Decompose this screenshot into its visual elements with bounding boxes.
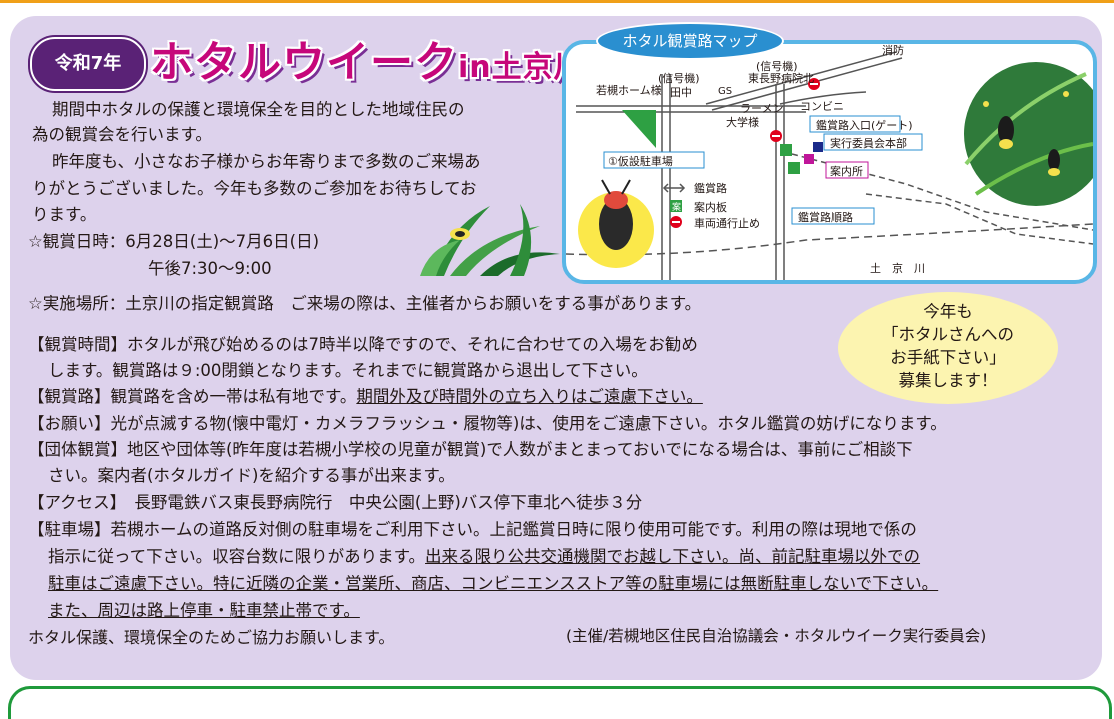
map-signal-tanaka: (信号機) [658,72,700,85]
note-path: 【観賞路】観賞路を含め一帯は私有地です。期間外及び時間外の立ち入りはご遠慮下さい… [28,385,703,409]
next-section-border [8,686,1112,719]
grass-illustration [420,204,560,276]
map-fire-station: 消防 [882,44,904,57]
map-ramen: ラーメン [740,102,784,115]
note-group-2: さい。案内者(ホタルガイド)を紹介する事が出来ます。 [48,466,455,485]
map-tanaka: 田中 [670,86,692,99]
map-conveni: コンビニ [800,100,844,113]
map-hq: 実行委員会本部 [830,137,907,150]
map-info: 案内所 [830,165,863,178]
closing-line: ホタル保護、環境保全のためご協力お願いします。 [28,628,395,647]
callout-line-2: 「ホタルさんへの [882,325,1014,344]
intro-line-5: ります。 [32,205,97,224]
note-group-1: 【団体観賞】地区や団体等(昨年度は若槻小学校の児童が観賞)で人数がまとまっておい… [28,440,913,459]
legend-route: 鑑賞路 [694,182,727,195]
note-parking-2b: 出来る限り公共交通機関でお越し下さい。尚、前記駐車場以外での [425,547,921,566]
note-parking-3: 駐車はご遠慮下さい。特に近隣の企業・営業所、商店、コンビニエンスストア等の駐車場… [48,574,939,593]
note-parking-1: 【駐車場】若槻ホームの道路反対側の駐車場をご利用下さい。上記鑑賞日時に限り使用可… [28,520,917,539]
intro-line-1: 期間中ホタルの保護と環境保全を目的とした地域住民の [52,100,465,119]
note-parking-4: また、周辺は路上停車・駐車禁止帯です。 [48,601,360,620]
intro-line-4: りがとうございました。今年も多数のご参加をお待ちしてお [32,179,477,198]
event-title: ホタルウイークin土京川 [150,28,585,90]
callout-line-1: 今年も [923,302,973,321]
note-access: 【アクセス】 長野電鉄バス東長野病院行 中央公園(上野)バス停下車北へ徒歩３分 [28,493,643,512]
note-parking-2a: 指示に従って下さい。収容台数に限りがあります。 [48,547,426,566]
map-parking: ①仮設駐車場 [608,155,673,168]
time-line: 午後7:30～9:00 [148,259,272,278]
map-wakatsuki-home: 若槻ホーム様 [596,84,662,97]
map-tab: ホタル観賞路マップ [596,22,784,60]
map-entrance: 鑑賞路入口(ゲート) [816,119,913,132]
map-route-order: 鑑賞路順路 [798,211,853,224]
map-daigaku: 大学様 [726,116,759,129]
note-path-a: 【観賞路】観賞路を含め一帯は私有地です。 [28,387,357,406]
letter-callout: 今年も 「ホタルさんへの お手紙下さい」 募集します！ [838,292,1058,404]
note-parking-2: 指示に従って下さい。収容台数に限りがあります。出来る限り公共交通機関でお越し下さ… [48,545,920,569]
map-hospital: 東長野病院北 [748,72,814,85]
intro-line-2: 為の観賞会を行います。 [32,125,212,144]
top-accent-line [0,0,1114,3]
note-request: 【お願い】光が点滅する物(懐中電灯・カメラフラッシュ・履物等)は、使用をご遠慮下… [28,414,947,433]
venue-line: ☆実施場所：土京川の指定観賞路 ご来場の際は、主催者からお願いをする事があります… [28,294,702,313]
note-time-2: します。観賞路は９:00閉鎖となります。それまでに観賞路から退出して下さい。 [48,361,648,380]
map-drawing [566,51,1093,280]
firefly-photo-icon [964,62,1093,206]
date-line: ☆観賞日時：6月28日(土)～7月6日(日) [28,232,320,251]
note-time-1: 【観賞時間】ホタルが飛び始めるのは7時半以降ですので、それに合わせての入場をお勧… [28,335,698,354]
note-path-b: 期間外及び時間外の立ち入りはご遠慮下さい。 [356,387,703,406]
map-signal-north: (信号機) [756,60,798,73]
title-main: ホタルウイーク [150,38,458,88]
callout-line-4: 募集します！ [898,371,998,390]
intro-line-3: 昨年度も、小さなお子様からお年寄りまで多数のご来場あ [52,152,481,171]
legend-stop: 車両通行止め [694,217,760,230]
route-map: 消防 (信号機) 東長野病院北 (信号機) 田中 若槻ホーム様 GS ラーメン … [562,40,1097,284]
organizer-line: (主催/若槻地区住民自治協議会・ホタルウイーク実行委員会) [566,627,987,645]
legend-board-icon: 案 [672,203,682,213]
map-gs: GS [718,86,733,97]
map-river: 土 京 川 [870,262,925,275]
legend-board: 案内板 [694,201,727,214]
callout-line-3: お手紙下さい」 [890,348,1006,367]
year-badge: 令和7年 [30,37,146,91]
